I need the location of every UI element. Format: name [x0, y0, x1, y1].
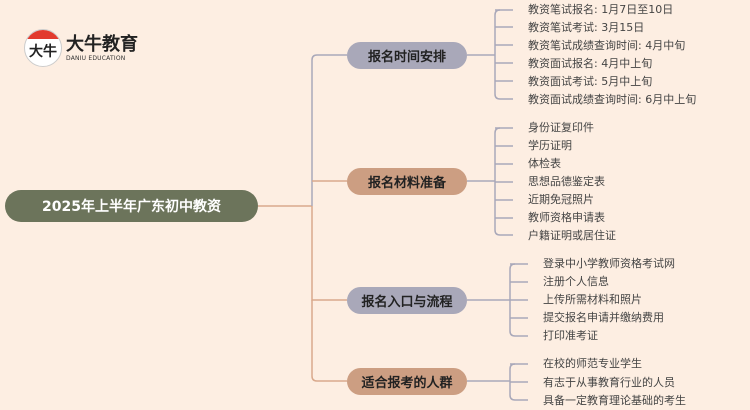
leaf-item[interactable]: 教资笔试成绩查询时间: 4月中旬	[528, 39, 686, 52]
leaf-item[interactable]: 学历证明	[528, 139, 572, 152]
root-node[interactable]: 2025年上半年广东初中教资	[5, 190, 258, 222]
leaf-item[interactable]: 教资笔试报名: 1月7日至10日	[528, 3, 674, 16]
leaf-item[interactable]: 上传所需材料和照片	[543, 293, 642, 306]
logo-subtitle: DANIU EDUCATION	[66, 54, 126, 62]
logo: 大牛 大牛教育 DANIU EDUCATION	[24, 29, 138, 67]
leaf-item[interactable]: 户籍证明或居住证	[528, 229, 616, 242]
leaf-item[interactable]: 打印准考证	[543, 329, 598, 342]
leaf-item[interactable]: 注册个人信息	[543, 275, 609, 288]
leaf-item[interactable]: 教资面试考试: 5月中上旬	[528, 75, 653, 88]
leaf-item[interactable]: 有志于从事教育行业的人员	[543, 375, 675, 389]
leaf-item[interactable]: 近期免冠照片	[528, 193, 594, 206]
branch-materials[interactable]: 报名材料准备	[347, 168, 467, 195]
leaf-item[interactable]: 教资面试成绩查询时间: 6月中上旬	[528, 93, 697, 106]
leaf-item[interactable]: 身份证复印件	[528, 121, 594, 134]
branch-schedule[interactable]: 报名时间安排	[347, 42, 467, 69]
leaf-item[interactable]: 具备一定教育理论基础的考生	[543, 394, 686, 407]
leaf-item[interactable]: 在校的师范专业学生	[543, 357, 642, 370]
leaf-item[interactable]: 思想品德鉴定表	[528, 175, 605, 188]
branch-audience[interactable]: 适合报考的人群	[347, 368, 467, 395]
branch-process[interactable]: 报名入口与流程	[347, 287, 467, 314]
leaf-item[interactable]: 教资笔试考试: 3月15日	[528, 21, 645, 34]
leaf-item[interactable]: 教资面试报名: 4月中上旬	[528, 57, 653, 70]
leaf-item[interactable]: 提交报名申请并缴纳费用	[543, 311, 664, 324]
leaf-item[interactable]: 教师资格申请表	[528, 211, 605, 224]
leaf-item[interactable]: 登录中小学教师资格考试网	[543, 257, 675, 270]
leaf-item[interactable]: 体检表	[528, 157, 561, 170]
logo-badge-icon: 大牛	[24, 29, 62, 67]
logo-name: 大牛教育	[66, 33, 138, 55]
